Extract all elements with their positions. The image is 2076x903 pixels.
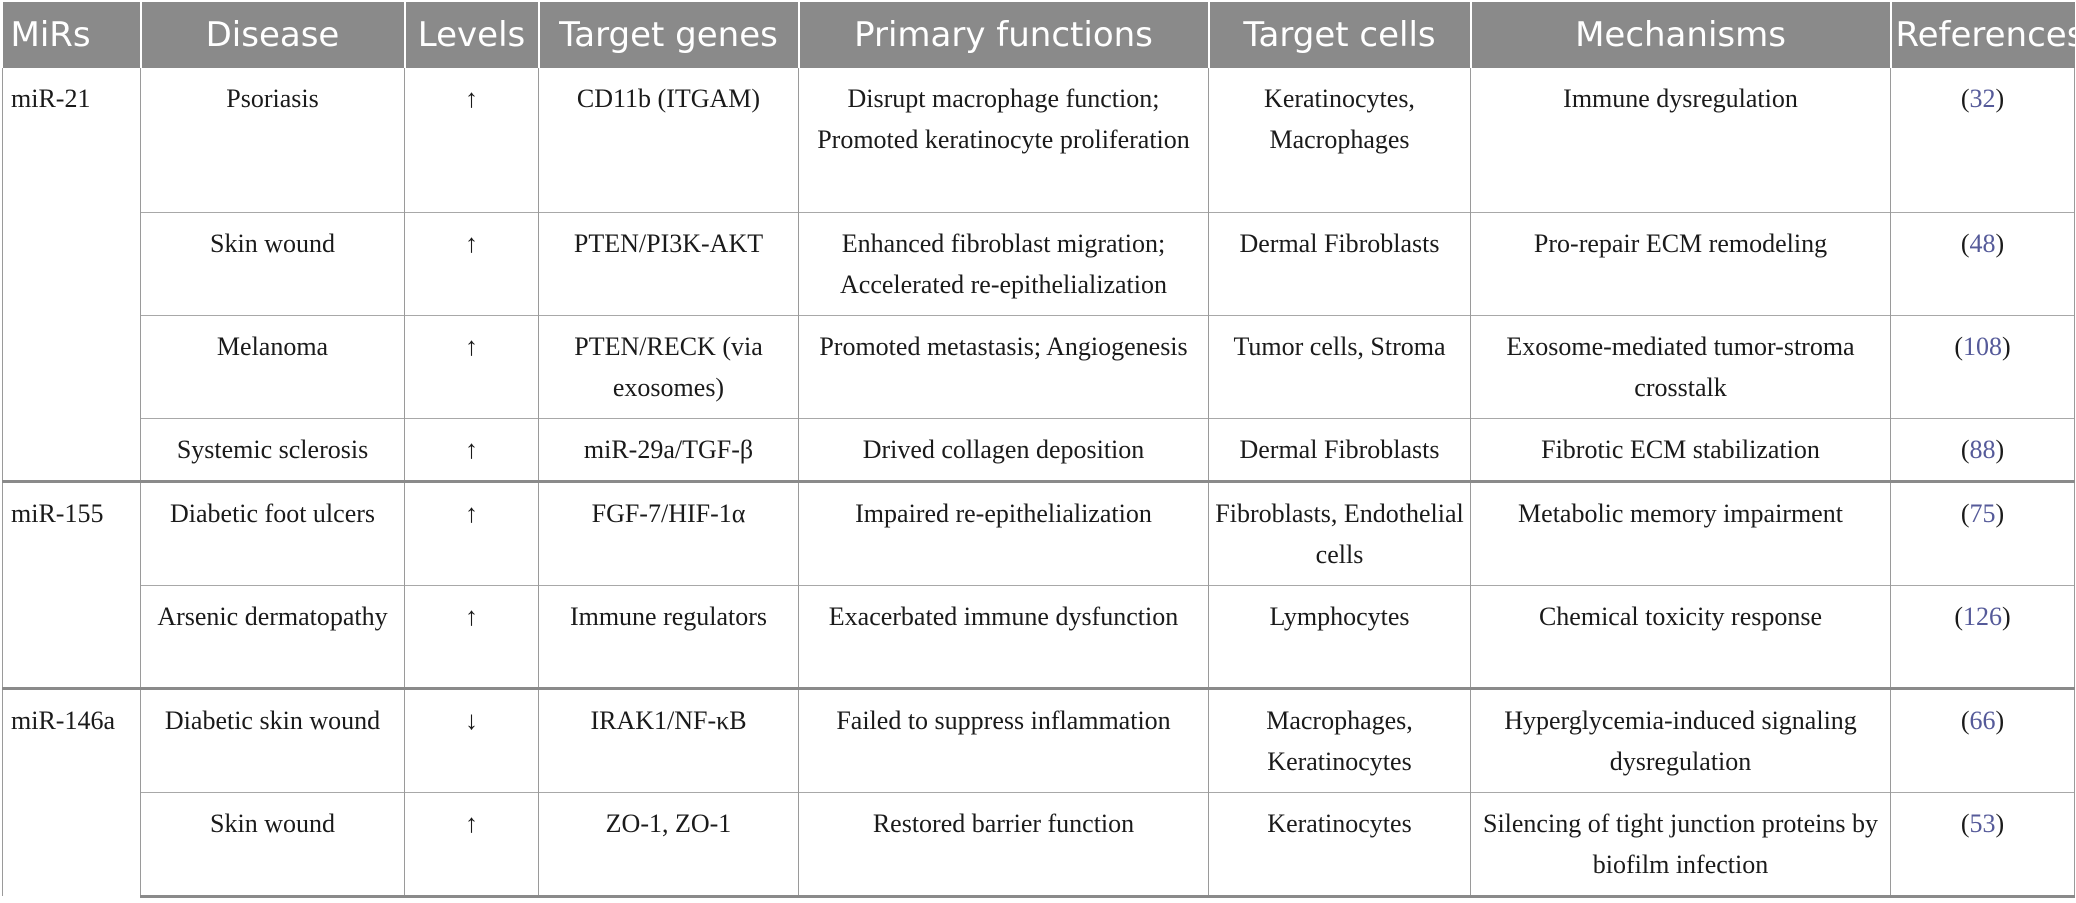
cell-cells: Keratinocytes, Macrophages [1208,68,1471,212]
table-row: miR-21 Psoriasis ↑ CD11b (ITGAM) Disrupt… [2,68,2075,481]
cell-reference: (75) [1890,479,2075,585]
cell-mechanisms: Metabolic memory impairment [1470,479,1891,585]
cell-functions: Impaired re-epithelialization [798,479,1209,585]
cell-mechanisms: Silencing of tight junction proteins by … [1470,791,1891,898]
cell-target-genes: Immune regulators [538,584,799,688]
table-row: Skin wound ↑ PTEN/PI3K-AKT Enhanced fibr… [3,211,2075,315]
cell-level: ↑ [404,584,539,688]
header-levels: Levels [403,2,539,68]
cell-level: ↑ [404,791,539,898]
table-row: Skin wound ↑ ZO-1, ZO-1 Restored barrier… [3,791,2075,898]
cell-level: ↑ [404,211,539,315]
cell-mechanisms: Hyperglycemia-induced signaling dysregul… [1470,686,1891,792]
cell-reference: (126) [1890,584,2075,688]
header-mirs: MiRs [2,2,141,68]
header-disease: Disease [139,2,405,68]
mir-name: miR-146a [2,686,141,896]
reference-link[interactable]: 108 [1963,331,2002,361]
cell-target-genes: FGF-7/HIF-1α [538,479,799,585]
reference-link[interactable]: 75 [1969,498,1996,528]
cell-disease: Arsenic dermatopathy [140,584,405,688]
cell-reference: (66) [1890,686,2075,792]
cell-cells: Keratinocytes [1208,791,1471,898]
cell-reference: (32) [1890,68,2075,212]
cell-disease: Diabetic skin wound [140,686,405,792]
table-row: miR-155 Diabetic foot ulcers ↑ FGF-7/HIF… [2,479,2075,688]
cell-functions: Enhanced fibroblast migration; Accelerat… [798,211,1209,315]
cell-functions: Exacerbated immune dysfunction [798,584,1209,688]
cell-reference: (53) [1890,791,2075,898]
cell-cells: Dermal Fibroblasts [1208,417,1471,481]
reference-link[interactable]: 32 [1969,84,1996,113]
cell-functions: Drived collagen deposition [798,417,1209,481]
header-target-genes: Target genes [537,2,799,68]
reference-link[interactable]: 126 [1963,601,2002,631]
mir-name: miR-21 [2,68,141,481]
reference-link[interactable]: 88 [1969,434,1996,464]
table-row: Arsenic dermatopathy ↑ Immune regulators… [3,584,2075,688]
header-row: MiRs Disease Levels Target genes Primary… [2,2,2076,68]
cell-functions: Disrupt macrophage function; Promoted ke… [798,68,1209,212]
cell-disease: Systemic sclerosis [140,417,405,481]
reference-link[interactable]: 53 [1969,808,1996,838]
cell-target-genes: PTEN/RECK (via exosomes) [538,314,799,418]
cell-target-genes: miR-29a/TGF-β [538,417,799,481]
cell-mechanisms: Exosome-mediated tumor-stroma crosstalk [1470,314,1891,418]
mir-name: miR-155 [2,479,141,688]
cell-level: ↓ [404,686,539,792]
table-row: miR-146a Diabetic skin wound ↓ IRAK1/NF-… [2,686,2075,896]
header-references: References [1889,2,2076,68]
cell-target-genes: PTEN/PI3K-AKT [538,211,799,315]
reference-link[interactable]: 66 [1969,705,1996,735]
cell-functions: Failed to suppress inflammation [798,686,1209,792]
cell-disease: Psoriasis [140,68,405,212]
cell-reference: (108) [1890,314,2075,418]
cell-functions: Restored barrier function [798,791,1209,898]
cell-target-genes: IRAK1/NF-κB [538,686,799,792]
cell-mechanisms: Chemical toxicity response [1470,584,1891,688]
cell-target-genes: ZO-1, ZO-1 [538,791,799,898]
cell-cells: Tumor cells, Stroma [1208,314,1471,418]
cell-level: ↑ [404,479,539,585]
cell-disease: Diabetic foot ulcers [140,479,405,585]
cell-disease: Skin wound [140,211,405,315]
table-row: Systemic sclerosis ↑ miR-29a/TGF-β Drive… [3,417,2075,481]
header-mechanisms: Mechanisms [1469,2,1891,68]
cell-cells: Lymphocytes [1208,584,1471,688]
cell-disease: Melanoma [140,314,405,418]
cell-cells: Dermal Fibroblasts [1208,211,1471,315]
cell-level: ↑ [404,68,539,212]
table-row: Melanoma ↑ PTEN/RECK (via exosomes) Prom… [3,314,2075,418]
cell-mechanisms: Immune dysregulation [1470,68,1891,212]
cell-cells: Fibroblasts, Endothelial cells [1208,479,1471,585]
cell-level: ↑ [404,417,539,481]
cell-cells: Macrophages, Keratinocytes [1208,686,1471,792]
cell-reference: (88) [1890,417,2075,481]
cell-functions: Promoted metastasis; Angiogenesis [798,314,1209,418]
cell-disease: Skin wound [140,791,405,898]
cell-level: ↑ [404,314,539,418]
cell-reference: (48) [1890,211,2075,315]
reference-link[interactable]: 48 [1969,228,1996,258]
header-target-cells: Target cells [1207,2,1471,68]
cell-mechanisms: Pro-repair ECM remodeling [1470,211,1891,315]
cell-target-genes: CD11b (ITGAM) [538,68,799,212]
header-primary-functions: Primary functions [797,2,1209,68]
cell-mechanisms: Fibrotic ECM stabilization [1470,417,1891,481]
